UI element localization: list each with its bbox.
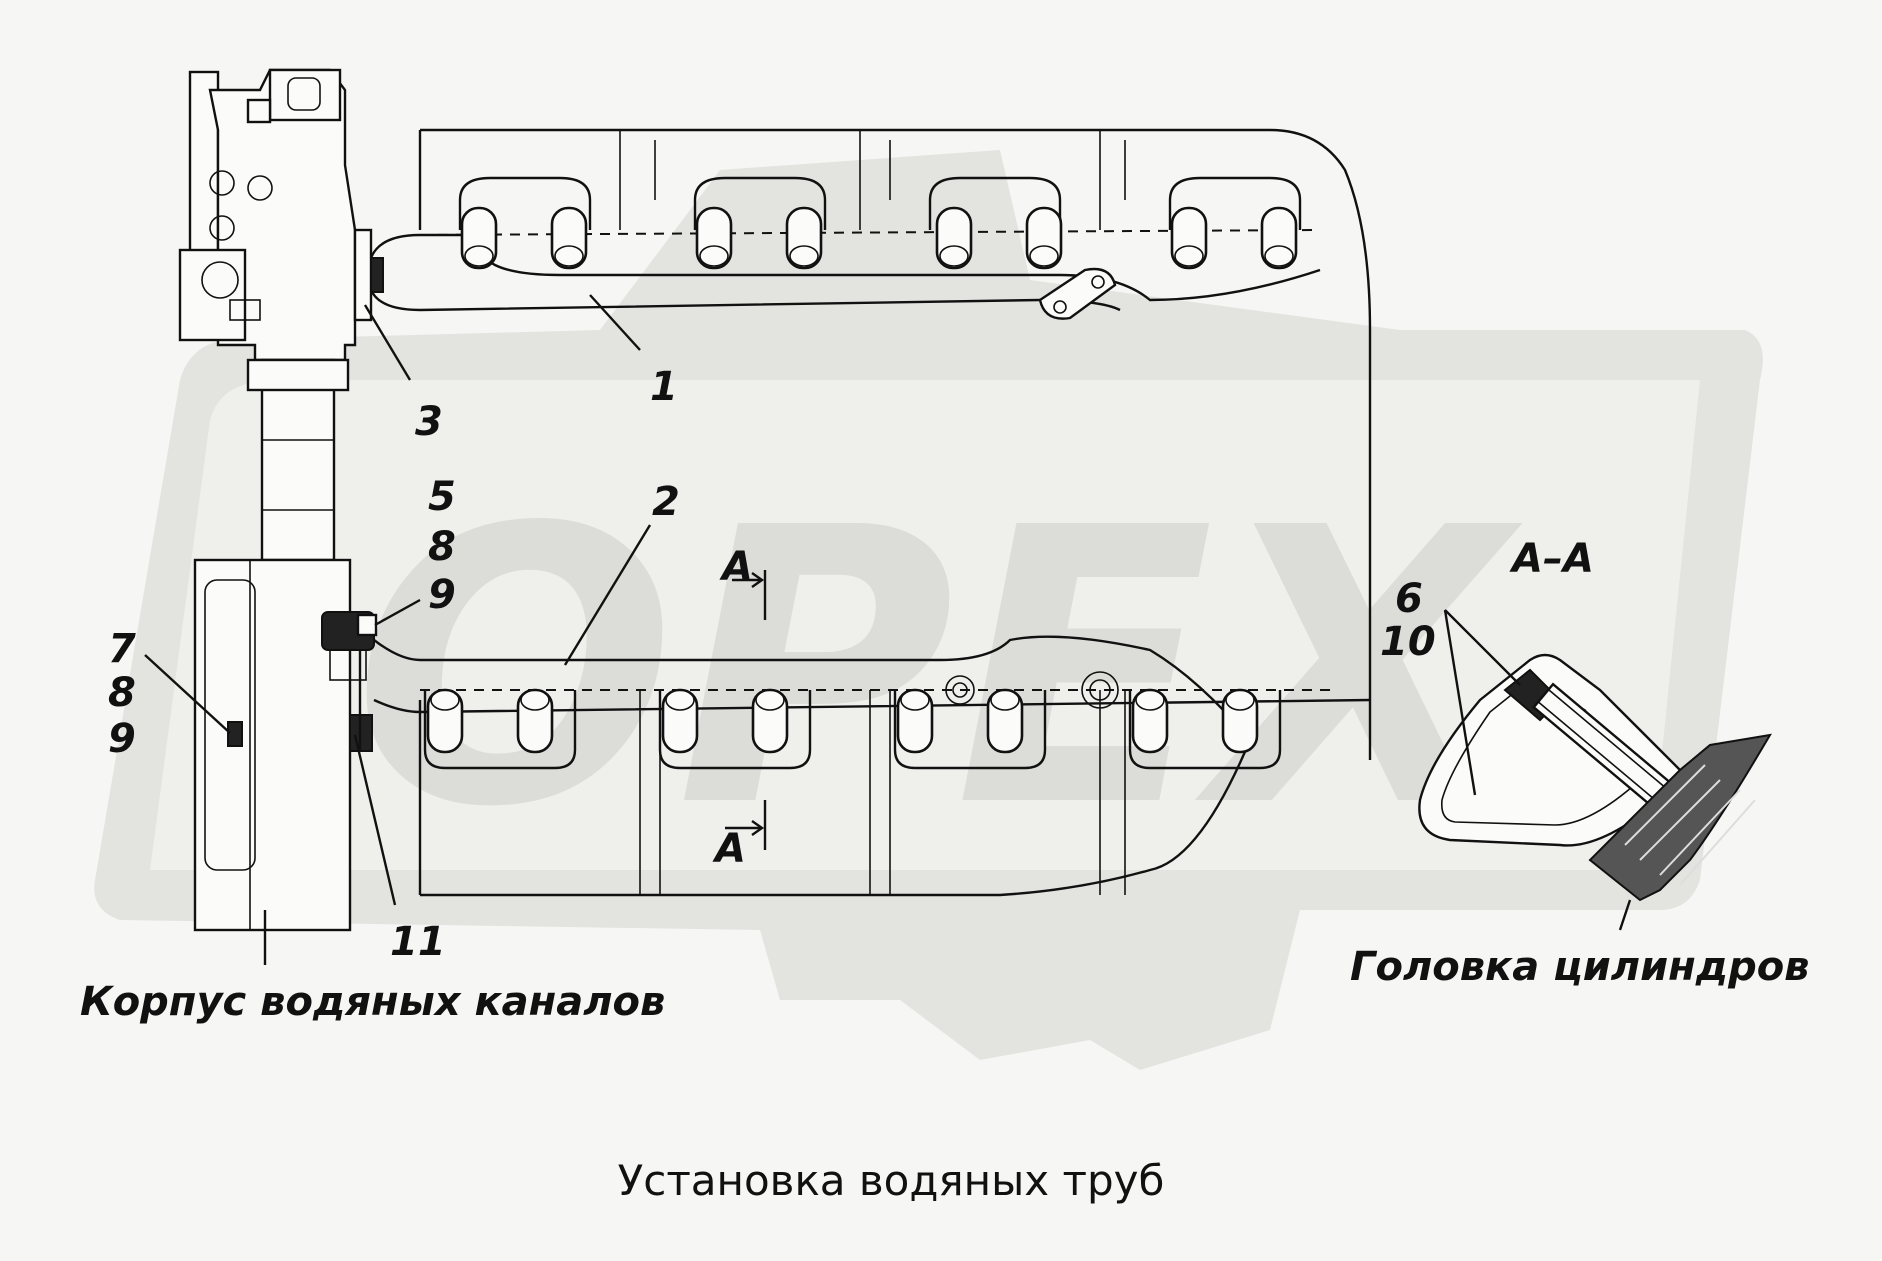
- callout-5: 5: [428, 474, 456, 520]
- callout-9b: 9: [108, 716, 136, 762]
- watermark-text: OPEX: [353, 447, 1523, 890]
- figure-caption: Установка водяных труб: [618, 1156, 1165, 1205]
- upper-water-pipe: [369, 128, 1372, 760]
- lower-pipe-bolts: [426, 688, 1259, 754]
- lower-water-pipe: [373, 570, 1371, 897]
- callout-7: 7: [108, 626, 136, 672]
- callout-3: 3: [415, 399, 443, 445]
- leader-lines: [144, 294, 1521, 906]
- callout-10: 10: [1380, 619, 1436, 665]
- callout-8a: 8: [428, 524, 456, 570]
- callout-2: 2: [652, 479, 680, 525]
- callouts: 1 3 2 5 8 9 7 8 9 11 6 10 A A A–A: [108, 364, 1594, 965]
- water-channel-housing: [178, 68, 384, 965]
- callout-6: 6: [1395, 576, 1423, 622]
- callout-8b: 8: [108, 670, 136, 716]
- callout-11: 11: [390, 919, 446, 965]
- label-water-channel-housing: Корпус водяных каналов: [80, 979, 665, 1025]
- label-cylinder-head: Головка цилиндров: [1350, 944, 1810, 990]
- section-aa-title: A–A: [1509, 536, 1594, 582]
- watermark-logo: OPEX: [94, 150, 1763, 1070]
- section-mark-bottom: A: [712, 826, 746, 872]
- callout-9a: 9: [428, 572, 456, 618]
- section-mark-top: A: [719, 544, 753, 590]
- callout-1: 1: [650, 364, 678, 410]
- upper-pipe-bolts: [460, 206, 1298, 270]
